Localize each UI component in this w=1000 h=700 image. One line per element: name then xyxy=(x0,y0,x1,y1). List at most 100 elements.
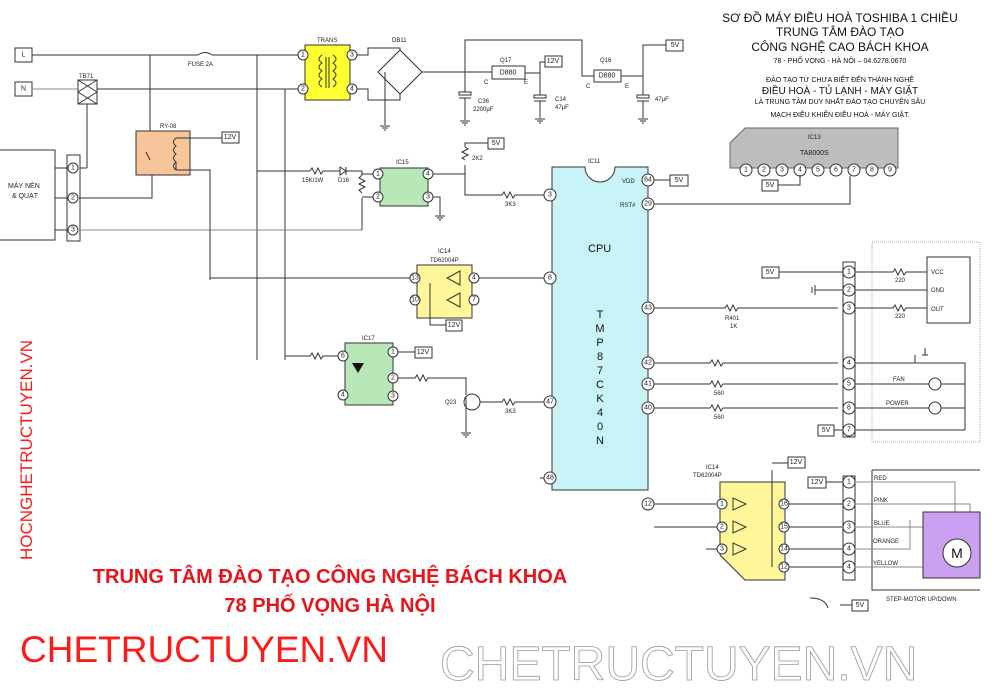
motor-pin: 4 xyxy=(847,564,851,571)
trans-label: TRANS xyxy=(317,38,337,44)
header-tag1: ĐÀO TẠO TỪ CHƯA BIẾT ĐẾN THÀNH NGHỀ xyxy=(766,74,914,84)
c36-label: C36 xyxy=(478,99,490,105)
cpu-label: CPU xyxy=(588,243,611,255)
cpu-pin: 8 xyxy=(548,275,552,282)
svg-text:4: 4 xyxy=(350,86,354,93)
ic13-pin-circle xyxy=(739,163,753,177)
cpu-pin: 43 xyxy=(644,305,652,312)
r-3k3-q23-label: 3K3 xyxy=(505,409,516,415)
ic13-5v: 5V xyxy=(766,182,775,189)
power-supply: DB11 C36 2200µF D880 Q17 C E 12V C14 47µ… xyxy=(357,38,684,131)
ic13-pin-circle xyxy=(811,163,825,177)
d16-label: D16 xyxy=(338,178,350,184)
terminal-l: L xyxy=(22,52,26,59)
vdd-label: VDD xyxy=(622,179,635,185)
ic14b-pin: 1 xyxy=(720,501,724,508)
r220-label-2: 220 xyxy=(895,314,906,320)
ic17-label: IC17 xyxy=(362,336,375,342)
r560-label: 560 xyxy=(714,391,725,397)
ic13-pin: 6 xyxy=(834,167,838,174)
rst-label: RST# xyxy=(620,203,636,209)
ic13-pin: 9 xyxy=(888,167,892,174)
header-title: SƠ ĐỒ MÁY ĐIỀU HOÀ TOSHIBA 1 CHIỀU xyxy=(722,10,958,25)
panel-pin: 6 xyxy=(847,405,851,412)
motor-label: STEP-MOTOR UP/DOWN xyxy=(886,597,957,603)
ic13-pin-circle xyxy=(829,163,843,177)
ic13-pin-circle xyxy=(757,163,771,177)
ic14b-part: TD62004P xyxy=(693,473,722,479)
motor-m-label: M xyxy=(951,545,963,561)
watermark-outline: CHETRUCTUYEN.VN xyxy=(440,638,917,691)
tb71-label: TB71 xyxy=(79,74,94,80)
ic17-pin: 4 xyxy=(341,392,345,399)
gnd-label: GND xyxy=(931,288,945,294)
r-2k2-label: 2K2 xyxy=(472,156,483,162)
compressor-label: MÁY NÉN xyxy=(8,181,40,190)
fuse-label: FUSE 2A xyxy=(188,62,213,68)
ic17-optotriac: IC17 6 4 1 2 3 12V Q23 3K3 xyxy=(285,336,545,438)
fan-label: FAN xyxy=(893,377,905,383)
cpu-pin: 41 xyxy=(644,381,652,388)
ic13-part: TA8000S xyxy=(800,150,829,157)
relay-coil-icon xyxy=(145,137,215,280)
ic14b-pin: 16 xyxy=(780,501,788,508)
cpu-part-char: K xyxy=(596,393,604,405)
cpu-part-char: P xyxy=(596,337,603,349)
cpu-pin: 12 xyxy=(644,501,652,508)
header-tag2: ĐIỀU HOÀ - TỦ LẠNH - MÁY GIẶT xyxy=(762,84,918,97)
ic14b-label: IC14 xyxy=(706,465,719,471)
panel-5v: 5V xyxy=(766,269,775,276)
svg-text:2: 2 xyxy=(301,86,305,93)
ic13-pin-circle xyxy=(883,163,897,177)
driver-icon xyxy=(732,462,788,567)
coil-icon xyxy=(318,54,337,88)
cpu-pin: 40 xyxy=(644,405,652,412)
ic15-optocoupler: 15K/1W D16 IC15 1 2 4 3 5V 2K2 3K3 xyxy=(257,137,545,230)
out-label: OUT xyxy=(931,307,944,313)
header-tag3: LÀ TRUNG TÂM DUY NHẤT ĐÀO TẠO CHUYÊN SÂU xyxy=(755,96,926,106)
ic14a-pin: 13 xyxy=(411,275,419,282)
q17-label: Q17 xyxy=(500,58,512,64)
v5-label: 5V xyxy=(671,42,680,49)
svg-text:3: 3 xyxy=(350,52,354,59)
relay-ry08: RY-08 12V xyxy=(135,124,240,280)
ic15-pin: 2 xyxy=(376,194,380,201)
motor-5v: 5V xyxy=(856,602,865,609)
ic14b-pin: 2 xyxy=(720,524,724,531)
ic15-pin: 1 xyxy=(376,171,380,178)
resistor-icon xyxy=(309,166,340,176)
header-address: 78 - PHỐ VỌNG - HÀ NỘI – 04.6278.0670 xyxy=(774,55,907,65)
wire-pink: PINK xyxy=(874,498,888,504)
r-3k3-label: 3K3 xyxy=(505,202,516,208)
q16-part: D880 xyxy=(599,73,616,80)
transformer: TRANS 1 2 3 4 xyxy=(297,38,358,101)
ic14a-label: IC14 xyxy=(438,249,451,255)
ic14b-pin: 3 xyxy=(720,546,724,553)
triac-icon xyxy=(352,363,364,373)
compressor-pin: 3 xyxy=(71,227,75,234)
relay-12v: 12V xyxy=(224,134,237,141)
panel-pin: 3 xyxy=(847,305,851,312)
wire-orange: ORANGE xyxy=(873,539,899,545)
compressor-pin: 1 xyxy=(71,165,75,172)
ic14b-12v: 12V xyxy=(790,459,803,466)
ic17-12v: 12V xyxy=(417,349,430,356)
compressor-label2: & QUẠT xyxy=(12,193,39,200)
q17-e: E xyxy=(524,80,528,86)
r-15k-label: 15K/1W xyxy=(302,178,324,184)
inverter-icon xyxy=(429,270,461,326)
r220-label: 220 xyxy=(895,278,906,284)
wire-red: RED xyxy=(874,476,887,482)
ic17-pin: 6 xyxy=(341,353,345,360)
relay-label: RY-08 xyxy=(160,124,177,130)
compressor-pin: 2 xyxy=(71,195,75,202)
r401-value: 1K xyxy=(730,324,737,330)
panel-5v-2: 5V xyxy=(822,427,831,434)
cpu-ic-label: IC11 xyxy=(588,159,601,165)
cpu-part-char: C xyxy=(596,379,604,391)
c47-value: 47µF xyxy=(655,97,669,103)
diode-icon xyxy=(339,166,378,230)
footer-line1: TRUNG TÂM ĐÀO TẠO CÔNG NGHỆ BÁCH KHOA xyxy=(93,564,567,588)
